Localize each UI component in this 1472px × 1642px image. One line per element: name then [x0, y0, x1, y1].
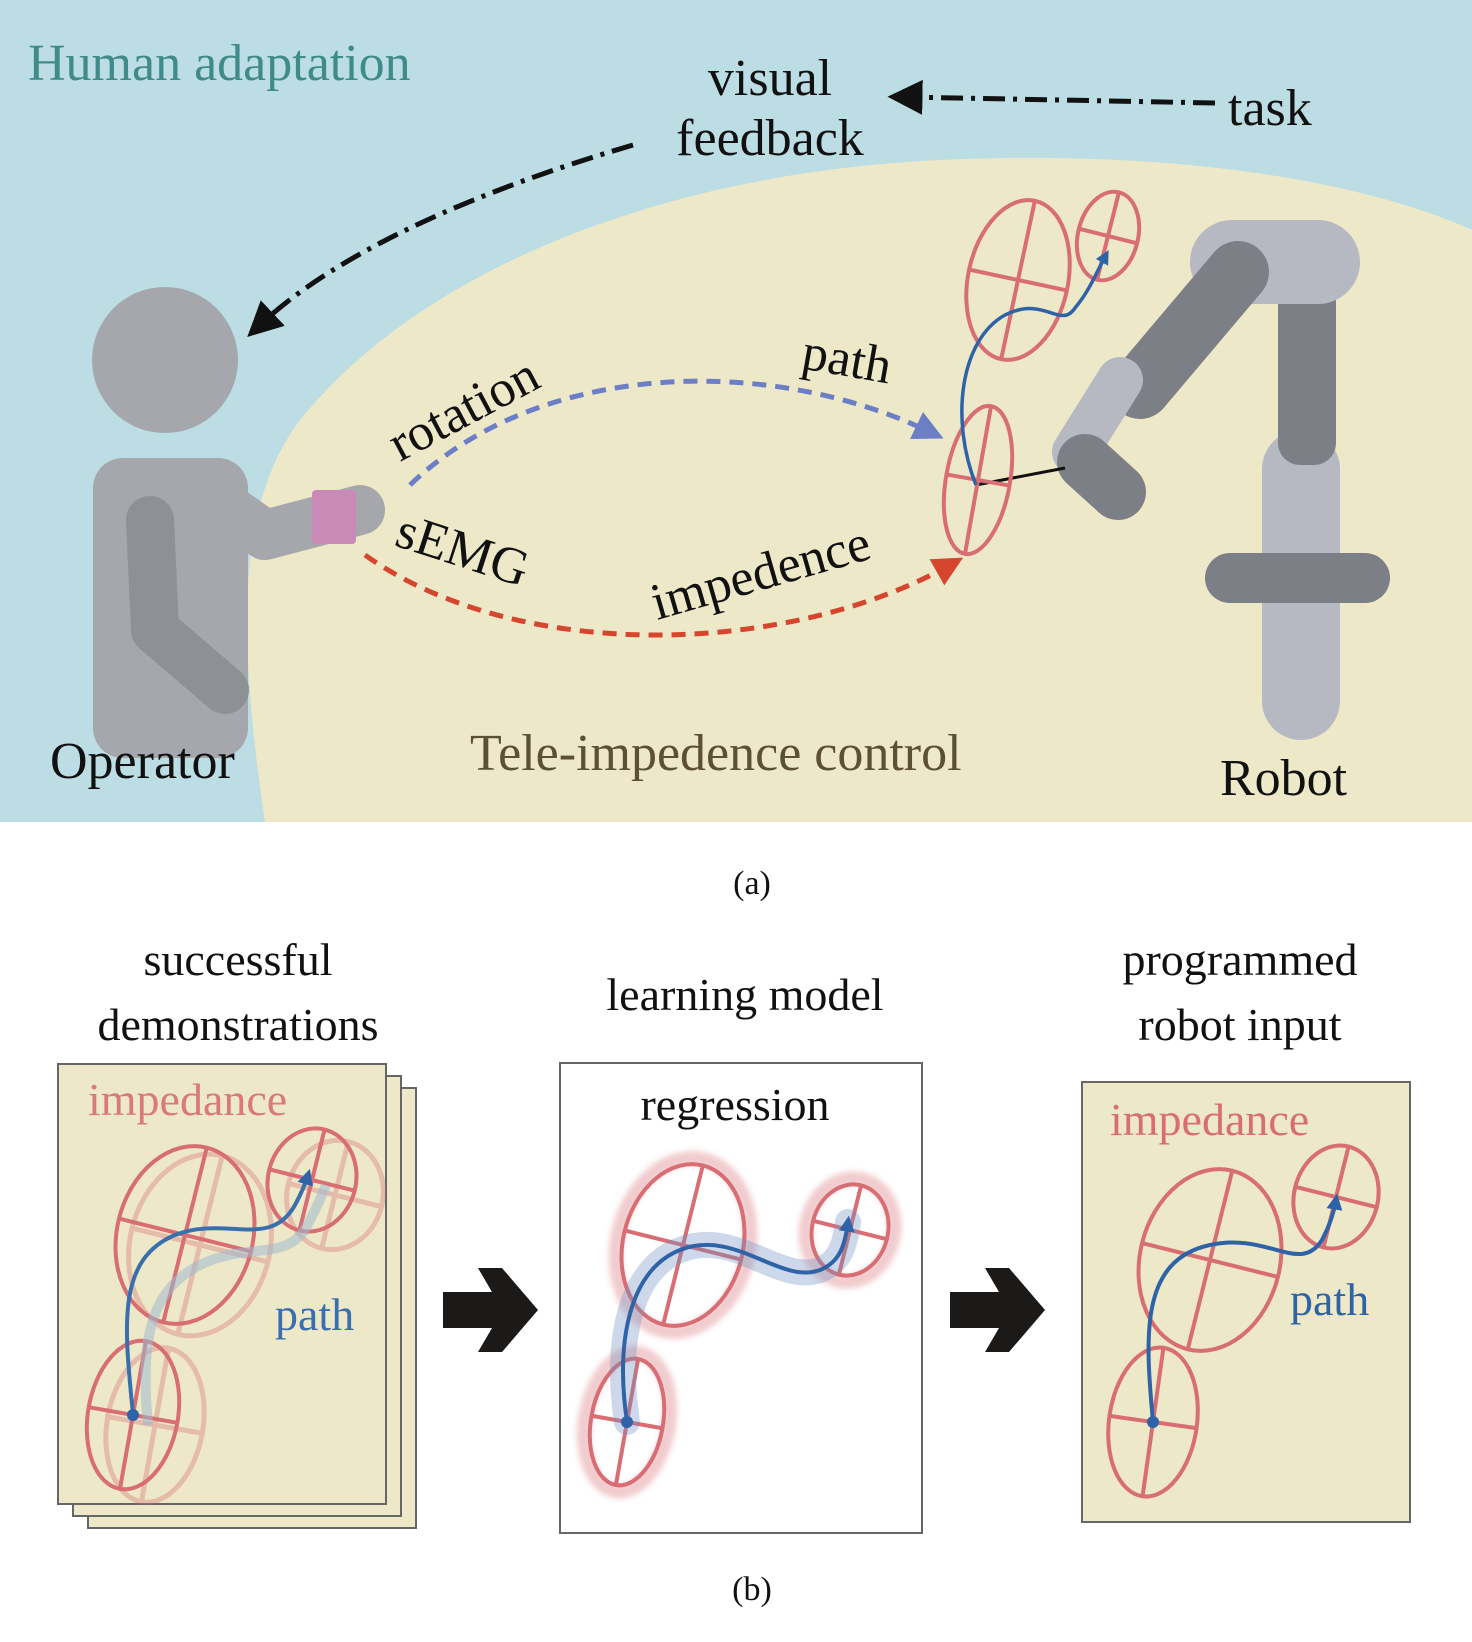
tele-impedence-label: Tele-impedence control — [470, 725, 962, 782]
robot-figure — [975, 220, 1390, 740]
ellipse-start — [941, 403, 1015, 557]
demo-impedance-label: impedance — [88, 1074, 287, 1125]
model-path-start-dot — [621, 1416, 633, 1428]
caption-b: (b) — [732, 1571, 772, 1608]
programmed-card — [1081, 1081, 1411, 1523]
operator-near-arm — [126, 496, 249, 714]
robot-upper-arm — [1109, 241, 1269, 419]
regression-label: regression — [640, 1079, 829, 1130]
feedback-label: feedback — [676, 110, 864, 167]
demo-path-curve — [125, 1168, 313, 1416]
panel-a-path-curve — [960, 250, 1109, 486]
programmed-path-label: path — [1290, 1274, 1369, 1325]
programmed-path-curve — [1146, 1193, 1343, 1423]
task-to-feedback-arrow — [887, 79, 1216, 115]
human-adaptation-label: Human adaptation — [28, 35, 411, 92]
operator-figure — [92, 287, 385, 758]
semg-impedence-arrow — [363, 552, 964, 638]
programmed-title-line1: programmed — [1122, 934, 1357, 985]
task-label: task — [1228, 80, 1312, 137]
feedback-to-operator-arrow — [247, 142, 634, 337]
caption-a: (a) — [733, 865, 771, 902]
rotation-path-arrow — [408, 378, 944, 487]
ellipse-large — [964, 198, 1072, 362]
robot-base-joint — [1205, 553, 1390, 603]
arrow-demo-to-model — [443, 1268, 538, 1352]
programmed-ellipse-large — [1136, 1167, 1284, 1353]
robot-wrist — [1057, 434, 1146, 520]
visual-label: visual — [708, 50, 832, 107]
panel-b: successful demonstrations impedance path… — [57, 934, 1411, 1534]
semg-sensor-band — [312, 490, 356, 544]
model-ellipses-blur — [576, 1151, 902, 1499]
learning-model-title: learning model — [606, 969, 883, 1020]
model-card — [559, 1062, 923, 1534]
demonstrations-title-line2: demonstrations — [97, 999, 378, 1050]
model-path-curve — [621, 1215, 855, 1423]
demonstrations-title-line1: successful — [143, 934, 332, 985]
robot-label: Robot — [1220, 750, 1348, 807]
programmed-path-start-dot — [1147, 1416, 1159, 1428]
model-ellipse-large — [619, 1162, 747, 1328]
operator-label: Operator — [50, 733, 235, 790]
arrow-model-to-program — [950, 1268, 1045, 1352]
panel-a: Human adaptation visual feedback task Op… — [0, 0, 1472, 822]
programmed-title-line2: robot input — [1138, 999, 1341, 1050]
demo-path-faded — [140, 1183, 331, 1426]
operator-head — [92, 287, 238, 433]
programmed-impedance-label: impedance — [1110, 1094, 1309, 1145]
demo-path-start-dot — [127, 1409, 139, 1421]
demo-path-label: path — [275, 1289, 354, 1340]
demo-card-front — [57, 1063, 387, 1505]
robot-upper-column — [1278, 255, 1336, 465]
